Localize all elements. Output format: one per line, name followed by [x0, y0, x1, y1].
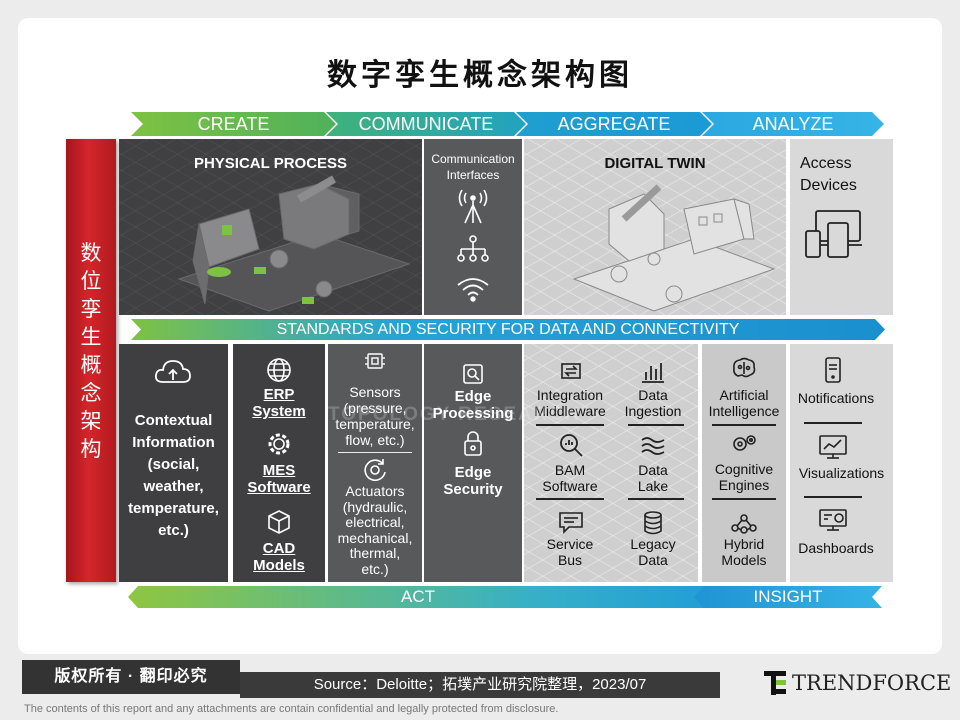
service-bus-icon: [559, 512, 583, 534]
notifications-divider: [804, 422, 862, 424]
hybrid-network-icon: [731, 514, 757, 534]
devices-icon: [805, 210, 862, 258]
actuators-label: Actuators(hydraulic,electrical,mechanica…: [337, 483, 413, 577]
integration-icon: [561, 363, 581, 379]
trendforce-logo: TRENDFORCE: [762, 668, 951, 698]
page-title: 数字孪生概念架构图: [327, 58, 633, 93]
copyright-notice: 版权所有 · 翻印必究: [22, 660, 240, 694]
sensors-label: Sensors(pressure,temperature,flow, etc.): [335, 384, 415, 448]
cloud-upload-icon: [154, 360, 191, 383]
stage-communicate: COMMUNICATE: [326, 112, 526, 136]
visualization-icon: [819, 435, 847, 459]
digital-twin-panel: DIGITAL TWIN: [524, 139, 786, 315]
antenna-icon: [458, 189, 488, 224]
bam-divider: [536, 498, 604, 500]
stage-aggregate: AGGREGATE: [516, 112, 712, 136]
insight-band: INSIGHT: [694, 586, 882, 608]
visualizations-label: Visualizations: [798, 465, 885, 481]
act-band: ACT: [128, 586, 708, 608]
refresh-gear-icon: [364, 459, 386, 481]
gear-icon: [268, 433, 290, 455]
edge-processing-icon: [463, 364, 483, 384]
physical-process-panel: PHYSICAL PROCESS: [119, 139, 422, 315]
sensors-actuators-panel: Sensors(pressure,temperature,flow, etc.)…: [328, 344, 422, 582]
integration-divider: [536, 424, 604, 426]
database-icon: [644, 511, 662, 535]
ai-divider: [712, 424, 776, 426]
digital-twin-illustration: [572, 184, 776, 312]
cognitive-engine-icon: [733, 435, 756, 451]
disclaimer: The contents of this report and any atta…: [24, 703, 559, 715]
side-label: 数位孪生概念架构: [80, 241, 102, 461]
chip-icon: [365, 353, 385, 369]
standards-security-band: STANDARDS AND SECURITY FOR DATA AND CONN…: [131, 319, 885, 340]
output-panel: Notifications Visualizations Dashboards: [790, 344, 893, 582]
stage-analyze: ANALYZE: [702, 112, 884, 136]
trendforce-logo-icon: [762, 669, 788, 697]
cube-icon: [268, 510, 290, 534]
waves-icon: [641, 437, 665, 455]
ingestion-divider: [628, 424, 684, 426]
cognitive-divider: [712, 498, 776, 500]
trendforce-logo-text: TRENDFORCE: [792, 671, 952, 695]
wifi-icon: [457, 278, 489, 302]
factory-machine-illustration: [177, 175, 411, 312]
digital-twin-title: DIGITAL TWIN: [604, 155, 706, 172]
sensors-divider: [338, 452, 412, 453]
phone-notification-icon: [825, 357, 841, 383]
lake-divider: [628, 498, 684, 500]
watermark: TOPOLOGY RESEARCH: [328, 404, 581, 425]
physical-process-title: PHYSICAL PROCESS: [193, 155, 348, 172]
dashboard-icon: [819, 509, 847, 531]
bar-chart-icon: [642, 363, 664, 383]
visualizations-divider: [804, 496, 862, 498]
source-note: Source：Deloitte；拓墣产业研究院整理，2023/07: [240, 672, 720, 698]
side-label-bar: 数位孪生概念架构: [66, 139, 116, 582]
bam-search-icon: [560, 434, 583, 457]
lock-icon: [464, 431, 482, 456]
notifications-label: Notifications: [797, 390, 875, 406]
globe-icon: [267, 358, 291, 382]
brain-icon: [733, 357, 756, 378]
network-icon: [457, 235, 489, 262]
dashboards-label: Dashboards: [798, 540, 874, 556]
stage-create: CREATE: [131, 112, 336, 136]
